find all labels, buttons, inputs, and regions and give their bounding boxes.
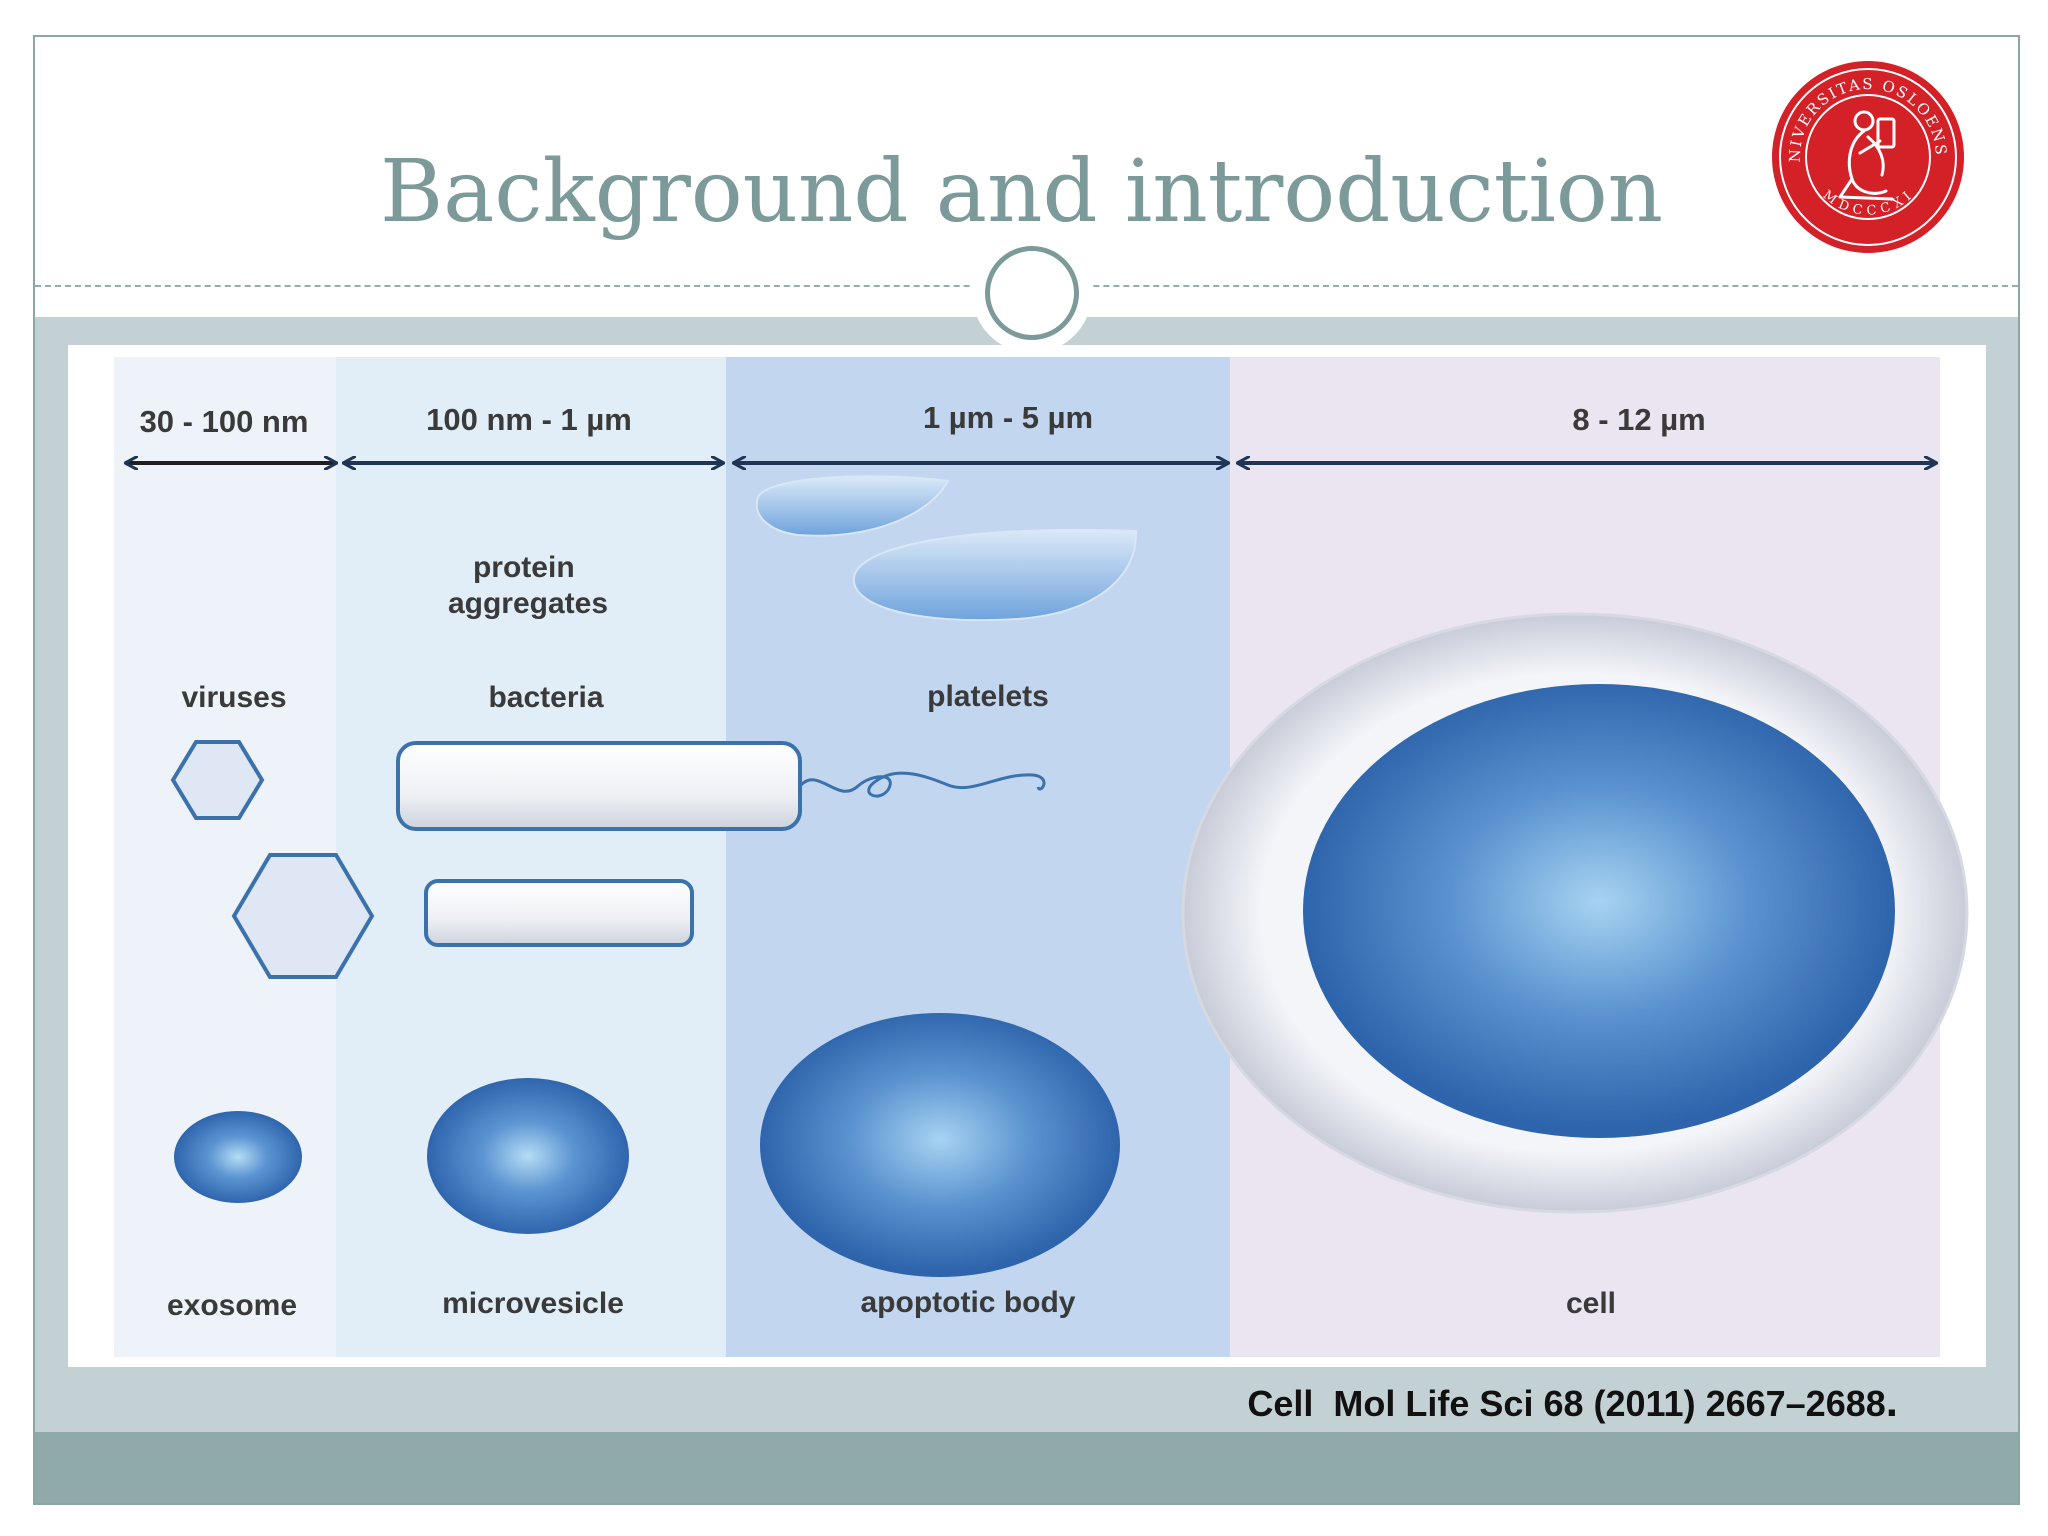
vesicle-size-diagram: 30 - 100 nm 100 nm - 1 µm 1 µm - 5 µm 8 …: [68, 345, 1986, 1367]
size-range-label: 100 nm - 1 µm: [426, 402, 632, 437]
flagellum-icon: [798, 771, 1046, 798]
microvesicle-shape: [427, 1078, 629, 1234]
exosome-shape: [174, 1111, 302, 1203]
vesicle-label: exosome: [167, 1289, 297, 1322]
vesicle-label: apoptotic body: [861, 1286, 1076, 1319]
citation-period: .: [1885, 1377, 1898, 1426]
particle-label-platelets: platelets: [927, 680, 1049, 713]
apoptotic-body-shape: [760, 1013, 1120, 1277]
slide-title: Background and introduction: [379, 142, 1664, 242]
platelet-shape: [852, 528, 1138, 622]
ring-icon: [985, 246, 1079, 340]
bacterium-rod: [424, 879, 694, 947]
cell-nucleus-shape: [1303, 684, 1895, 1138]
virus-hexagon: [231, 853, 375, 979]
size-range-label: 8 - 12 µm: [1572, 402, 1705, 437]
citation: Cell Mol Life Sci 68 (2011) 2667–2688.: [1247, 1377, 1898, 1427]
citation-text: Cell Mol Life Sci 68 (2011) 2667–2688: [1247, 1383, 1886, 1424]
bacterium-rod: [396, 741, 802, 831]
slide: Background and introduction UNIVERSITAS …: [33, 35, 2020, 1505]
header-circle-ornament: [972, 233, 1092, 353]
particle-label-viruses: viruses: [181, 681, 286, 714]
vesicle-label: cell: [1566, 1287, 1616, 1320]
particle-label-bacteria: bacteria: [488, 681, 603, 714]
virus-hexagon: [170, 740, 265, 820]
size-range-label: 1 µm - 5 µm: [923, 400, 1093, 435]
university-of-oslo-seal-icon: UNIVERSITAS OSLOENSIS MDCCCXI: [1761, 43, 1964, 253]
size-range-label: 30 - 100 nm: [140, 404, 309, 439]
university-logo: UNIVERSITAS OSLOENSIS MDCCCXI: [1761, 43, 1968, 257]
platelet-shape: [755, 475, 950, 537]
vesicle-label: microvesicle: [442, 1287, 624, 1320]
particle-label-protein-aggregates: protein aggregates: [448, 551, 608, 620]
footer-band: [35, 1432, 2018, 1503]
